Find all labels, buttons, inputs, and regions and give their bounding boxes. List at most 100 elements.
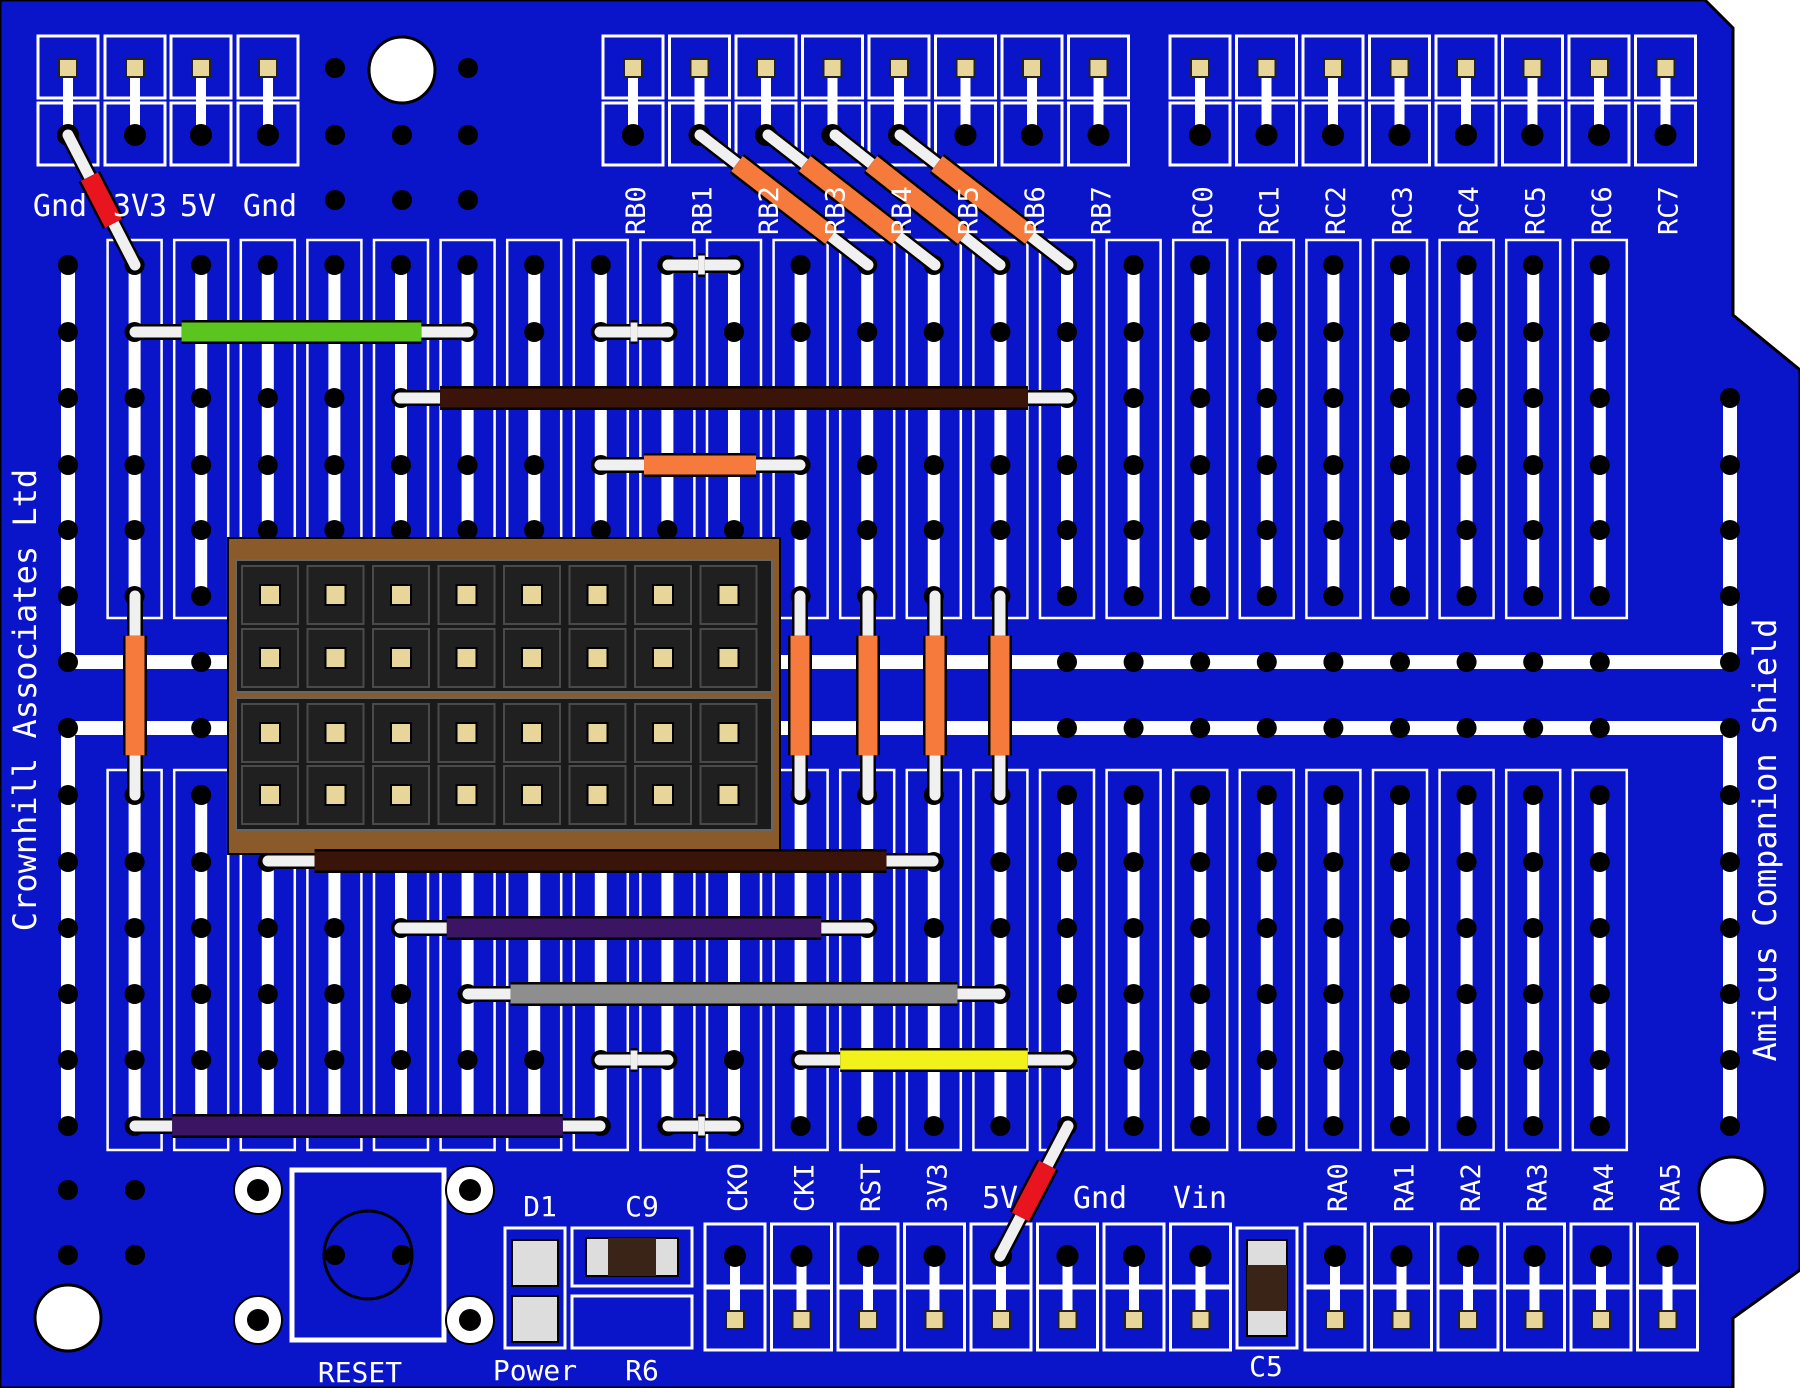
hole xyxy=(1456,652,1477,672)
hole xyxy=(58,1180,78,1200)
hole xyxy=(1523,255,1544,275)
smd-components xyxy=(233,1165,1299,1350)
hole xyxy=(1323,852,1344,872)
hole xyxy=(1323,918,1344,938)
hole xyxy=(1057,455,1077,475)
header-rc-5-pin xyxy=(1522,58,1543,78)
reset-inner-hole xyxy=(325,1245,345,1265)
reset-pad-hole-1 xyxy=(459,1179,481,1201)
label-c9: C9 xyxy=(625,1190,659,1223)
hole xyxy=(324,984,345,1004)
hole xyxy=(1190,1116,1211,1136)
strip-bottom xyxy=(172,768,230,1152)
hole xyxy=(1123,520,1144,540)
hole xyxy=(1256,1116,1277,1136)
hole xyxy=(391,455,411,475)
strip-top xyxy=(1105,238,1162,620)
hole xyxy=(1256,455,1277,475)
hole xyxy=(1720,852,1740,872)
label-cki: CKI xyxy=(790,1163,821,1212)
header-socket-pin xyxy=(455,584,478,606)
hole xyxy=(125,1180,145,1200)
strip-bottom xyxy=(1438,768,1495,1152)
hole xyxy=(1390,455,1410,475)
hole xyxy=(1523,388,1544,408)
hole xyxy=(1456,1050,1477,1070)
hole xyxy=(1057,322,1077,342)
hole xyxy=(457,1050,478,1070)
hole xyxy=(1589,322,1610,342)
hole xyxy=(1720,1116,1740,1136)
hole xyxy=(1523,455,1544,475)
d1-outline xyxy=(503,1226,567,1350)
hole xyxy=(724,322,744,342)
header-bottom-a-5-pin xyxy=(1057,1310,1078,1330)
strip-top xyxy=(1371,238,1429,620)
hole xyxy=(1256,652,1277,672)
hole xyxy=(324,455,345,475)
hole xyxy=(457,520,478,540)
hole xyxy=(1323,652,1344,672)
hole xyxy=(923,520,944,540)
c5-core xyxy=(1247,1265,1287,1311)
header-socket-pin xyxy=(521,722,543,744)
label-5v: 5V xyxy=(180,189,216,224)
strip-bottom xyxy=(1504,768,1562,1152)
hole xyxy=(1390,1050,1410,1070)
hole xyxy=(1190,652,1211,672)
hole xyxy=(58,1116,78,1136)
hole xyxy=(790,1116,811,1136)
label-rb6: RB6 xyxy=(1020,186,1051,235)
label-rb5: RB5 xyxy=(954,186,985,235)
hole xyxy=(1323,388,1344,408)
hole xyxy=(1523,520,1544,540)
header-socket-pin xyxy=(717,647,740,669)
header-socket-pin xyxy=(586,584,609,606)
header-rc-7-hole xyxy=(1654,124,1677,146)
hole xyxy=(257,255,278,275)
header-power-1-hole xyxy=(124,124,146,146)
hole xyxy=(1123,918,1144,938)
hole xyxy=(1057,918,1077,938)
strip-bottom xyxy=(1038,768,1096,1152)
hole xyxy=(1323,1116,1344,1136)
hole xyxy=(990,322,1011,342)
label-gnd-1: Gnd xyxy=(33,189,87,224)
hole xyxy=(1589,918,1610,938)
hole xyxy=(923,918,944,938)
hole xyxy=(191,918,212,938)
label-3v3: 3V3 xyxy=(923,1163,954,1212)
labels-top-left: Gnd 3V3 5V Gnd xyxy=(33,189,297,224)
header-socket-pin xyxy=(259,647,281,669)
header-rb-0-pin xyxy=(623,58,643,78)
label-ra3: RA3 xyxy=(1523,1163,1554,1212)
hole xyxy=(1456,718,1477,738)
header-bottom-b-3-pin xyxy=(1524,1310,1545,1330)
hole xyxy=(990,455,1011,475)
hole xyxy=(1256,586,1277,606)
hole xyxy=(257,1050,278,1070)
hole xyxy=(58,718,78,738)
label-rb3: RB3 xyxy=(821,186,852,235)
wire-red-5v xyxy=(1011,1160,1057,1222)
r6-outline xyxy=(570,1294,694,1350)
hole xyxy=(391,255,411,275)
hole xyxy=(124,1050,145,1070)
hole xyxy=(1256,388,1277,408)
hole xyxy=(1589,984,1610,1004)
header-socket-pin xyxy=(652,784,674,806)
hole xyxy=(1390,388,1410,408)
hole xyxy=(990,918,1011,938)
hole xyxy=(1190,1050,1211,1070)
hole xyxy=(1323,718,1344,738)
hole xyxy=(790,255,811,275)
header-socket-pin xyxy=(521,584,543,606)
reset-inner-hole xyxy=(392,1245,412,1265)
hole xyxy=(790,322,811,342)
header-bottom-a-0-hole xyxy=(724,1245,746,1267)
hole xyxy=(524,455,545,475)
header-socket-pin xyxy=(652,584,674,606)
component-labels: RESET D1 C9 Power R6 C5 xyxy=(318,1190,1283,1388)
hole xyxy=(1390,1116,1410,1136)
